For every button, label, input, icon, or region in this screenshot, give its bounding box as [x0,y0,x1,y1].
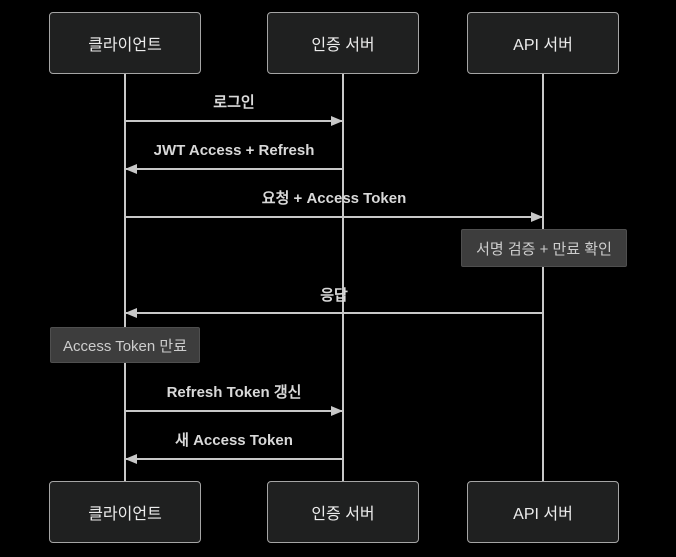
arrowhead-right-icon [331,116,343,126]
lifeline-api-server [542,74,544,481]
note-label: 서명 검증 + 만료 확인 [476,240,612,258]
actor-api-server-top: API 서버 [467,12,619,74]
note-label: Access Token 만료 [62,337,188,355]
actor-auth-server-bottom: 인증 서버 [267,481,419,543]
lifeline-client [124,74,126,481]
message-label-new-token: 새 Access Token [175,432,293,449]
actor-label: 인증 서버 [311,37,375,54]
actor-label: 클라이언트 [88,506,162,523]
actor-label: 클라이언트 [88,37,162,54]
message-line-new-token [125,458,343,460]
arrowhead-left-icon [125,164,137,174]
message-label-refresh: Refresh Token 갱신 [166,384,302,401]
message-line-response [125,312,543,314]
message-label-request: 요청 + Access Token [261,190,407,207]
message-line-jwt [125,168,343,170]
note-signature-check: 서명 검증 + 만료 확인 [461,229,627,267]
actor-client-bottom: 클라이언트 [49,481,201,543]
message-label-response: 응답 [320,287,348,304]
message-line-request [125,216,543,218]
message-label-login: 로그인 [213,94,255,111]
message-label-jwt: JWT Access + Refresh [153,142,315,159]
actor-label: API 서버 [513,506,573,523]
arrowhead-right-icon [331,406,343,416]
actor-client-top: 클라이언트 [49,12,201,74]
arrowhead-left-icon [125,454,137,464]
message-line-login [125,120,343,122]
actor-label: 인증 서버 [311,506,375,523]
actor-label: API 서버 [513,37,573,54]
arrowhead-right-icon [531,212,543,222]
actor-auth-server-top: 인증 서버 [267,12,419,74]
lifeline-auth-server [342,74,344,481]
arrowhead-left-icon [125,308,137,318]
actor-api-server-bottom: API 서버 [467,481,619,543]
note-token-expired: Access Token 만료 [50,327,200,363]
message-line-refresh [125,410,343,412]
